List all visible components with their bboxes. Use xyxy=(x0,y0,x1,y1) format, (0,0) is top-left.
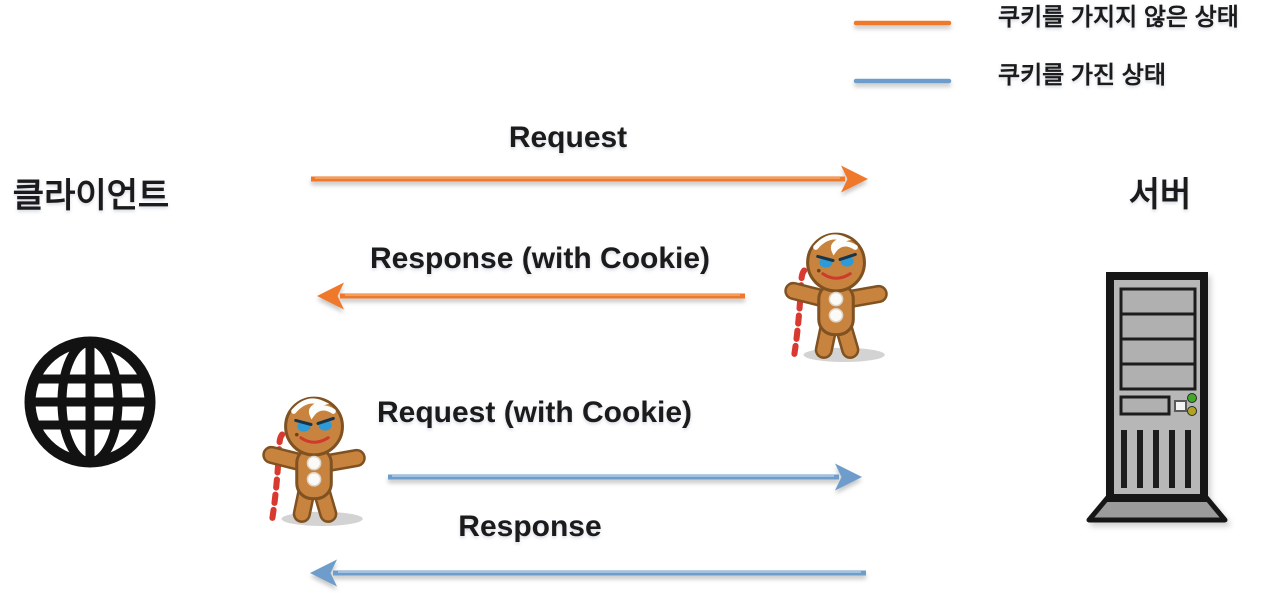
arrow-response-with-cookie xyxy=(317,282,745,310)
arrowhead-right-icon xyxy=(841,165,868,193)
server-led-green-icon xyxy=(1187,393,1197,403)
arrow-request-with-cookie xyxy=(388,463,862,491)
message-label-request-with-cookie: Request (with Cookie) xyxy=(377,396,693,429)
message-label-request: Request xyxy=(508,121,628,154)
arrowhead-left-icon xyxy=(310,559,337,587)
message-label-response-with-cookie: Response (with Cookie) xyxy=(370,242,711,275)
arrowhead-left-icon xyxy=(317,282,344,310)
arrowhead-right-icon xyxy=(835,463,862,491)
client-label: 클라이언트 xyxy=(12,177,170,215)
message-label-response: Response xyxy=(458,510,602,543)
server-power-button-icon xyxy=(1174,400,1187,412)
legend-label-no-cookie: 쿠키를 가지지 않은 상태 xyxy=(998,4,1239,31)
globe-icon xyxy=(24,336,156,468)
legend-label-with-cookie: 쿠키를 가진 상태 xyxy=(998,62,1166,89)
server-label: 서버 xyxy=(1128,176,1192,214)
server-tower-icon xyxy=(1086,272,1228,523)
gingerbread-cookie-icon xyxy=(773,226,895,363)
gingerbread-cookie-icon xyxy=(251,390,373,527)
arrow-response xyxy=(310,559,866,587)
arrow-request xyxy=(311,165,868,193)
server-led-yellow-icon xyxy=(1187,406,1197,416)
